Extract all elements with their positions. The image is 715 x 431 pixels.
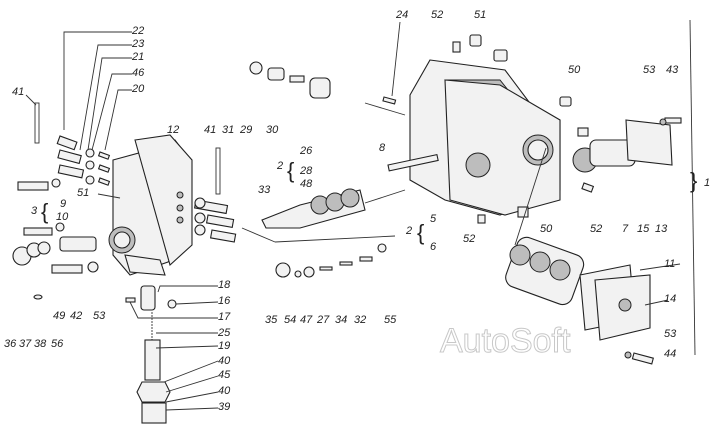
callout: 53 [93, 310, 106, 322]
callout: 41 [12, 86, 24, 98]
callout: 37 [19, 338, 32, 350]
callout: 18 [218, 279, 231, 291]
callout: 13 [655, 223, 668, 235]
callout: 33 [258, 184, 271, 196]
callout: 49 [53, 310, 65, 322]
callout: 27 [316, 314, 330, 326]
callout: 34 [335, 314, 347, 326]
adjusting-screw-stack [125, 285, 177, 424]
callout: 53 [643, 64, 656, 76]
callout: 38 [34, 338, 47, 350]
callout: 15 [637, 223, 650, 235]
callout: 3 [31, 205, 38, 217]
callout: 5 [430, 213, 437, 225]
callout: 52 [463, 233, 475, 245]
callout: 41 [204, 124, 216, 136]
callout: 20 [131, 83, 145, 95]
callout-labels: 22 23 21 46 20 41 12 41 31 29 30 26 2 28… [4, 9, 710, 413]
callout: 22 [131, 25, 144, 37]
valve-group [241, 61, 396, 278]
callout: 32 [354, 314, 366, 326]
callout: 17 [218, 311, 231, 323]
callout: 48 [300, 178, 313, 190]
callout: 42 [70, 310, 82, 322]
left-small-parts [12, 102, 237, 300]
callout: 51 [474, 9, 486, 21]
callout: 53 [664, 328, 677, 340]
callout: 25 [217, 327, 231, 339]
callout: 54 [284, 314, 296, 326]
brace-3: { [41, 199, 48, 224]
left-housing-12 [108, 134, 193, 276]
brace-2-upper: { [287, 158, 294, 183]
callout: 31 [222, 124, 234, 136]
leader-lines [25, 19, 696, 411]
callout: 23 [131, 38, 145, 50]
callout: 35 [265, 314, 278, 326]
watermark: AutoSoft [440, 322, 571, 360]
spool-cover [505, 147, 654, 365]
callout: 12 [167, 124, 179, 136]
callout: 9 [60, 198, 66, 210]
callout: 24 [395, 9, 408, 21]
callout: 51 [77, 187, 89, 199]
callout: 2 [276, 160, 283, 172]
right-housing [364, 34, 595, 224]
callout: 45 [218, 369, 231, 381]
callout: 16 [218, 295, 231, 307]
callout: 46 [132, 67, 145, 79]
callout: 26 [299, 145, 313, 157]
callout: 39 [218, 401, 230, 413]
callout: 28 [299, 165, 313, 177]
callout: 10 [56, 211, 69, 223]
callout: 7 [622, 223, 629, 235]
callout: 11 [664, 258, 675, 270]
callout: 6 [430, 241, 437, 253]
callout: 50 [568, 64, 581, 76]
callout: 19 [218, 340, 230, 352]
callout: 52 [590, 223, 602, 235]
callout: 1 [704, 177, 710, 189]
callout: 43 [666, 64, 679, 76]
callout: 8 [379, 142, 386, 154]
callout: 44 [664, 348, 676, 360]
brace-1: } [690, 168, 697, 193]
callout: 14 [664, 293, 676, 305]
callout: 40 [218, 355, 231, 367]
callout: 47 [300, 314, 313, 326]
callout: 55 [384, 314, 397, 326]
callout: 2 [405, 225, 412, 237]
callout: 30 [266, 124, 279, 136]
callout: 29 [239, 124, 252, 136]
callout: 50 [540, 223, 553, 235]
callout: 36 [4, 338, 17, 350]
callout: 56 [51, 338, 64, 350]
callout: 21 [131, 51, 144, 63]
brace-2-lower: { [417, 220, 424, 245]
callout: 40 [218, 385, 231, 397]
callout: 52 [431, 9, 443, 21]
gear-shaft [572, 117, 682, 173]
